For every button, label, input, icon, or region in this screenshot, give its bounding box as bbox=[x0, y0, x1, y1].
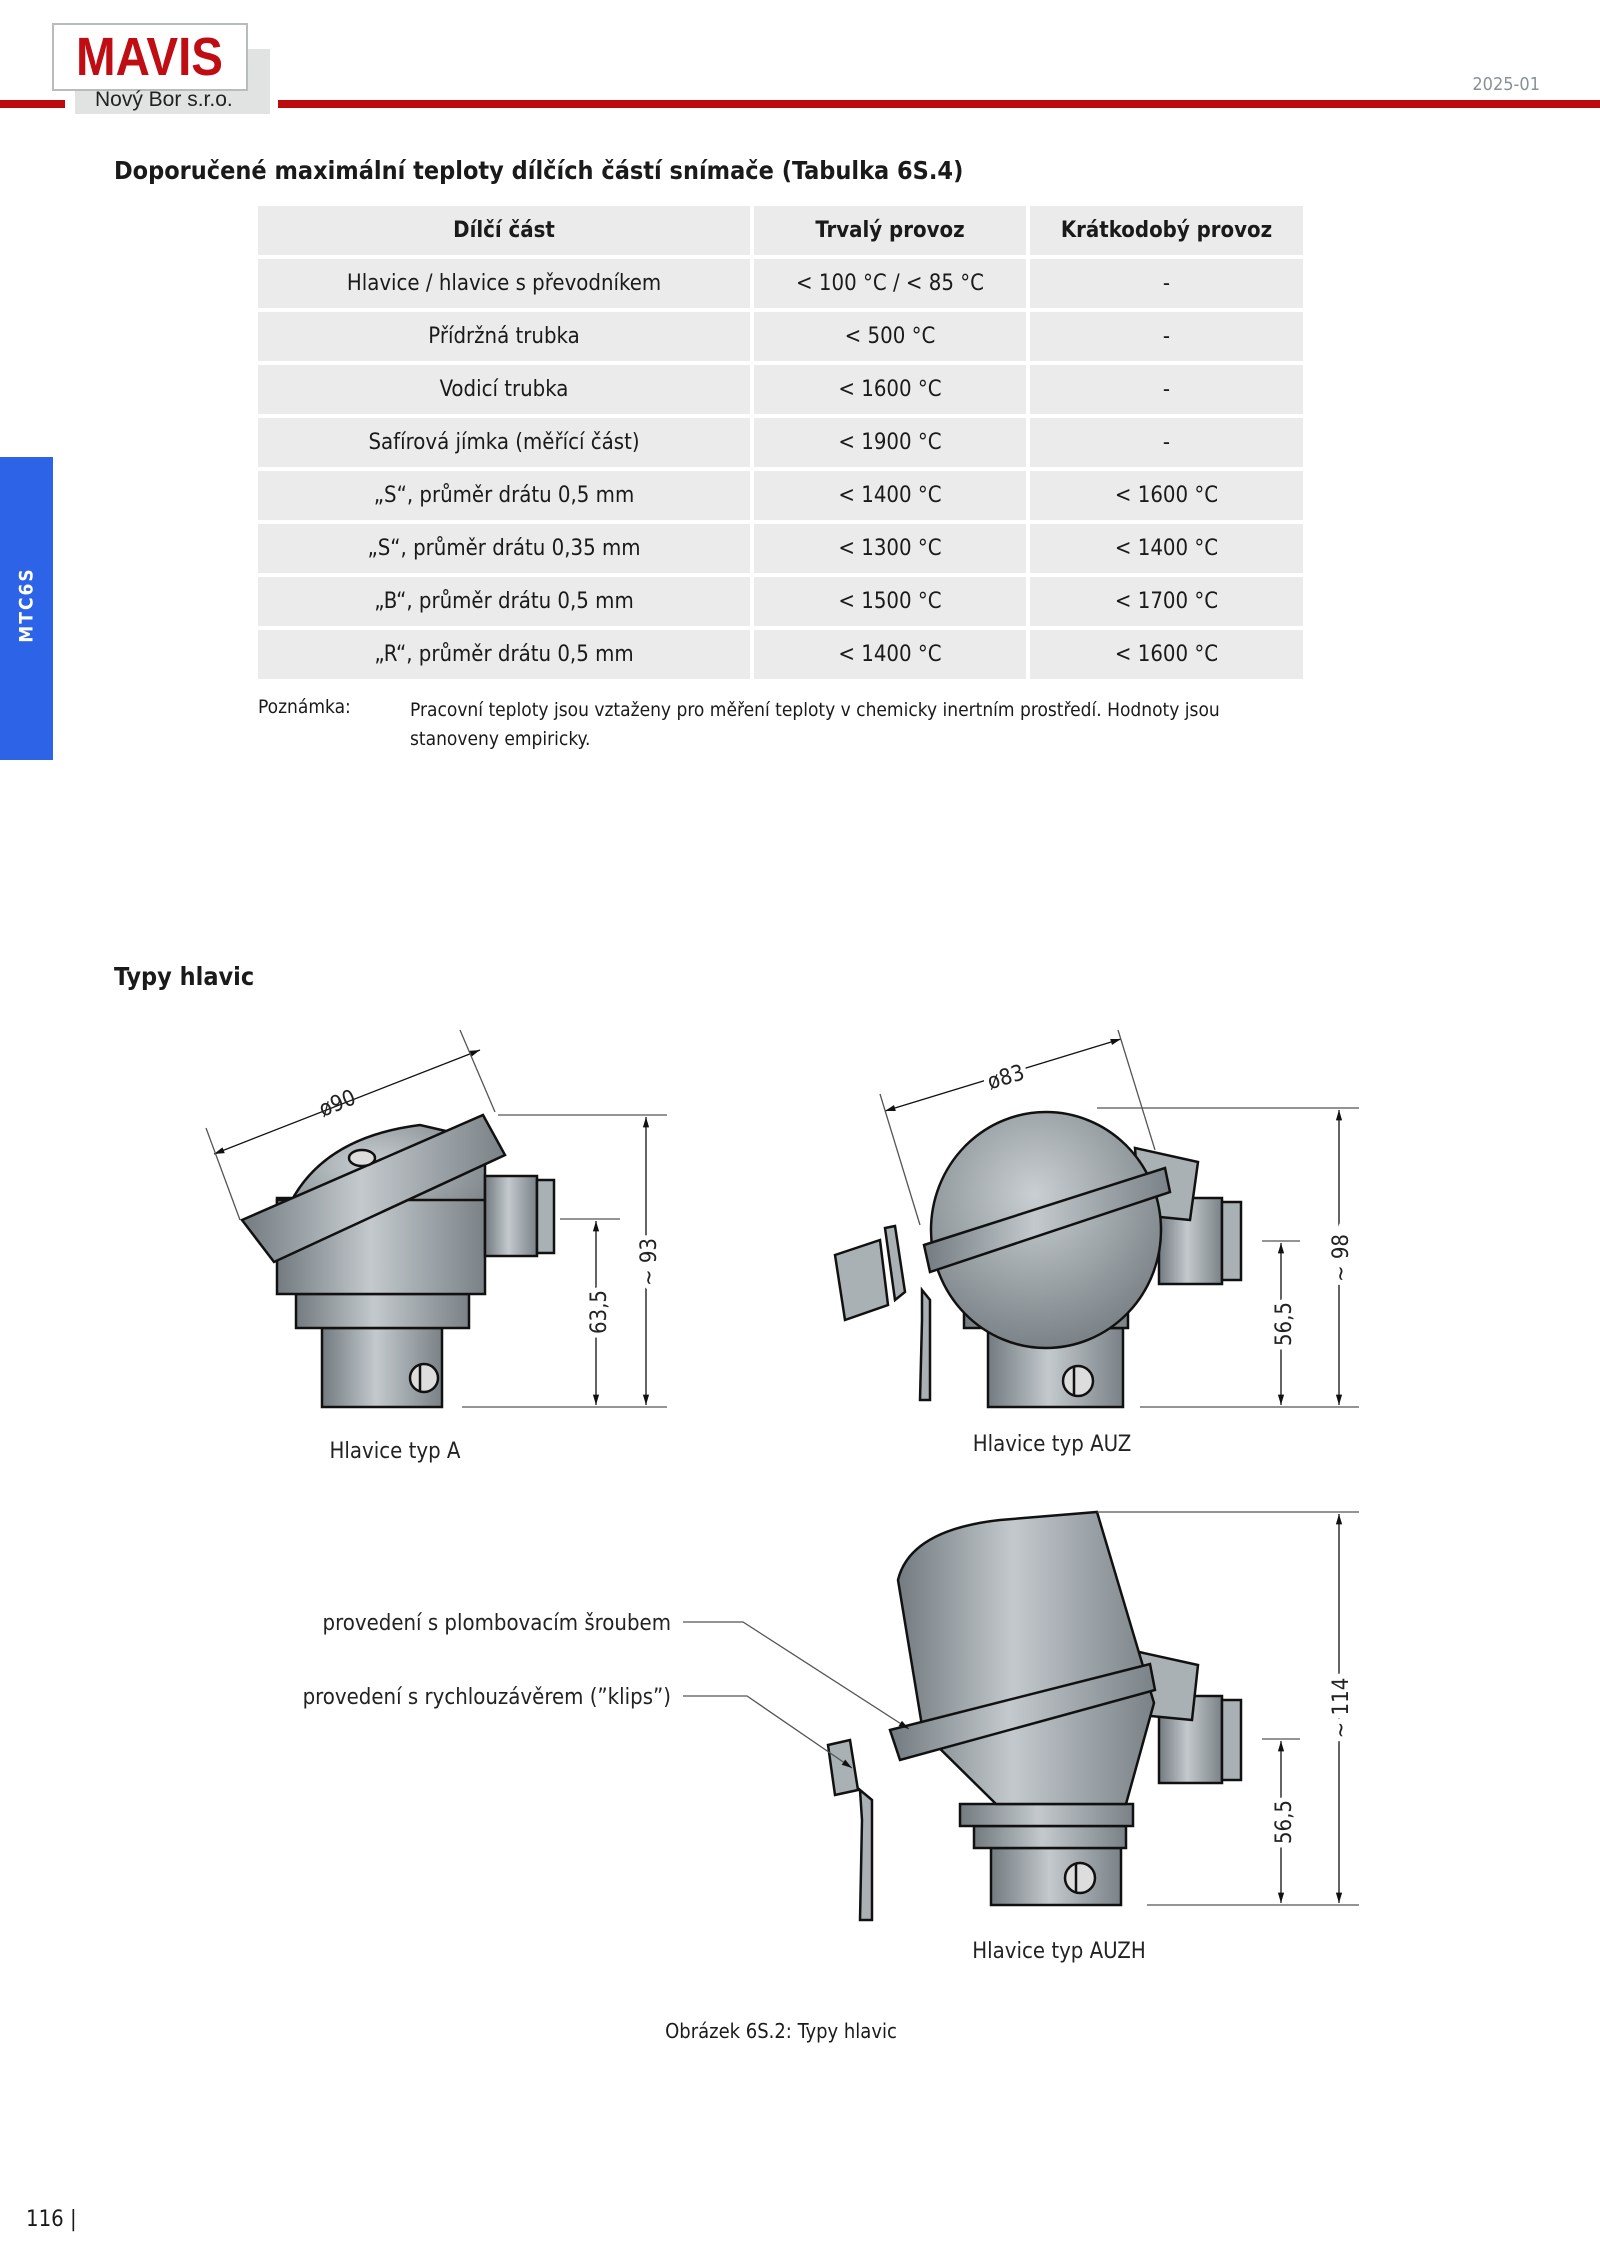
table-cell: „B“, průměr drátu 0,5 mm bbox=[258, 577, 750, 626]
table-row: Vodicí trubka< 1600 °C- bbox=[258, 365, 1303, 414]
table-cell: < 500 °C bbox=[754, 312, 1026, 361]
table-cell: < 1600 °C bbox=[754, 365, 1026, 414]
table-cell: „S“, průměr drátu 0,5 mm bbox=[258, 471, 750, 520]
head-type-label: Hlavice typ A bbox=[330, 1439, 461, 1464]
page-number: 116 | bbox=[26, 2207, 77, 2232]
table-cell: < 1300 °C bbox=[754, 524, 1026, 573]
figure-caption: Obrázek 6S.2: Typy hlavic bbox=[665, 2019, 897, 2043]
table-cell: - bbox=[1030, 365, 1303, 414]
table-title: Doporučené maximální teploty dílčích čás… bbox=[114, 156, 964, 185]
callout-label: provedení s rychlouzávěrem (”klips”) bbox=[303, 1685, 671, 1710]
header-rule-right bbox=[278, 100, 1600, 108]
section-title: Typy hlavic bbox=[114, 962, 255, 991]
dimension-label: 56,5 bbox=[1272, 1800, 1297, 1844]
table-cell: < 1400 °C bbox=[754, 630, 1026, 679]
callout-label: provedení s plombovacím šroubem bbox=[323, 1611, 671, 1636]
table-cell: < 100 °C / < 85 °C bbox=[754, 259, 1026, 308]
company-logo: MAVIS bbox=[52, 23, 248, 91]
dimension-label: ~ 93 bbox=[637, 1238, 662, 1286]
table-row: „S“, průměr drátu 0,35 mm< 1300 °C< 1400… bbox=[258, 524, 1303, 573]
table-cell: - bbox=[1030, 259, 1303, 308]
table-cell: Hlavice / hlavice s převodníkem bbox=[258, 259, 750, 308]
side-section-tab bbox=[0, 457, 53, 760]
table-row: „S“, průměr drátu 0,5 mm< 1400 °C< 1600 … bbox=[258, 471, 1303, 520]
column-header: Trvalý provoz bbox=[754, 206, 1026, 255]
table-cell: - bbox=[1030, 418, 1303, 467]
table-header-row: Dílčí část Trvalý provoz Krátkodobý prov… bbox=[258, 206, 1303, 255]
dimension-label: 63,5 bbox=[587, 1290, 612, 1334]
table-cell: - bbox=[1030, 312, 1303, 361]
table-cell: < 1600 °C bbox=[1030, 471, 1303, 520]
table-cell: „R“, průměr drátu 0,5 mm bbox=[258, 630, 750, 679]
table-row: Přídržná trubka< 500 °C- bbox=[258, 312, 1303, 361]
table-row: Hlavice / hlavice s převodníkem< 100 °C … bbox=[258, 259, 1303, 308]
header-rule-left bbox=[0, 100, 65, 108]
table-cell: Vodicí trubka bbox=[258, 365, 750, 414]
table-row: „B“, průměr drátu 0,5 mm< 1500 °C< 1700 … bbox=[258, 577, 1303, 626]
table-cell: < 1900 °C bbox=[754, 418, 1026, 467]
head-type-a-dimensions bbox=[205, 1029, 667, 1408]
table-cell: Přídržná trubka bbox=[258, 312, 750, 361]
head-type-auzh-drawing bbox=[826, 1510, 1243, 1922]
company-name: Nový Bor s.r.o. bbox=[95, 88, 233, 111]
temperature-table: Dílčí část Trvalý provoz Krátkodobý prov… bbox=[254, 202, 1307, 683]
table-cell: < 1400 °C bbox=[1030, 524, 1303, 573]
head-type-auz-drawing bbox=[833, 1110, 1243, 1409]
note-label: Poznámka: bbox=[258, 696, 351, 718]
document-date: 2025-01 bbox=[1472, 74, 1540, 95]
dimension-label: ~ 98 bbox=[1329, 1234, 1354, 1282]
note-text: Pracovní teploty jsou vztaženy pro měřen… bbox=[410, 699, 1220, 750]
logo-text: MAVIS bbox=[76, 27, 224, 87]
dimension-label: 56,5 bbox=[1272, 1302, 1297, 1346]
table-row: „R“, průměr drátu 0,5 mm< 1400 °C< 1600 … bbox=[258, 630, 1303, 679]
table-cell: < 1500 °C bbox=[754, 577, 1026, 626]
table-cell: < 1700 °C bbox=[1030, 577, 1303, 626]
head-type-auz-dimensions bbox=[879, 1029, 1359, 1408]
dimension-label: ø83 bbox=[985, 1060, 1028, 1095]
head-type-a-drawing bbox=[240, 1113, 556, 1409]
table-cell: < 1400 °C bbox=[754, 471, 1026, 520]
table-cell: Safírová jímka (měřící část) bbox=[258, 418, 750, 467]
table-cell: „S“, průměr drátu 0,35 mm bbox=[258, 524, 750, 573]
table-row: Safírová jímka (měřící část)< 1900 °C- bbox=[258, 418, 1303, 467]
head-type-auzh-dimensions bbox=[683, 1511, 1359, 1906]
head-type-label: Hlavice typ AUZH bbox=[972, 1939, 1145, 1964]
column-header: Krátkodobý provoz bbox=[1030, 206, 1303, 255]
column-header: Dílčí část bbox=[258, 206, 750, 255]
head-type-label: Hlavice typ AUZ bbox=[973, 1432, 1132, 1457]
dimension-label: ø90 bbox=[316, 1085, 360, 1122]
dimension-label: ~ 114 bbox=[1329, 1678, 1354, 1739]
table-cell: < 1600 °C bbox=[1030, 630, 1303, 679]
